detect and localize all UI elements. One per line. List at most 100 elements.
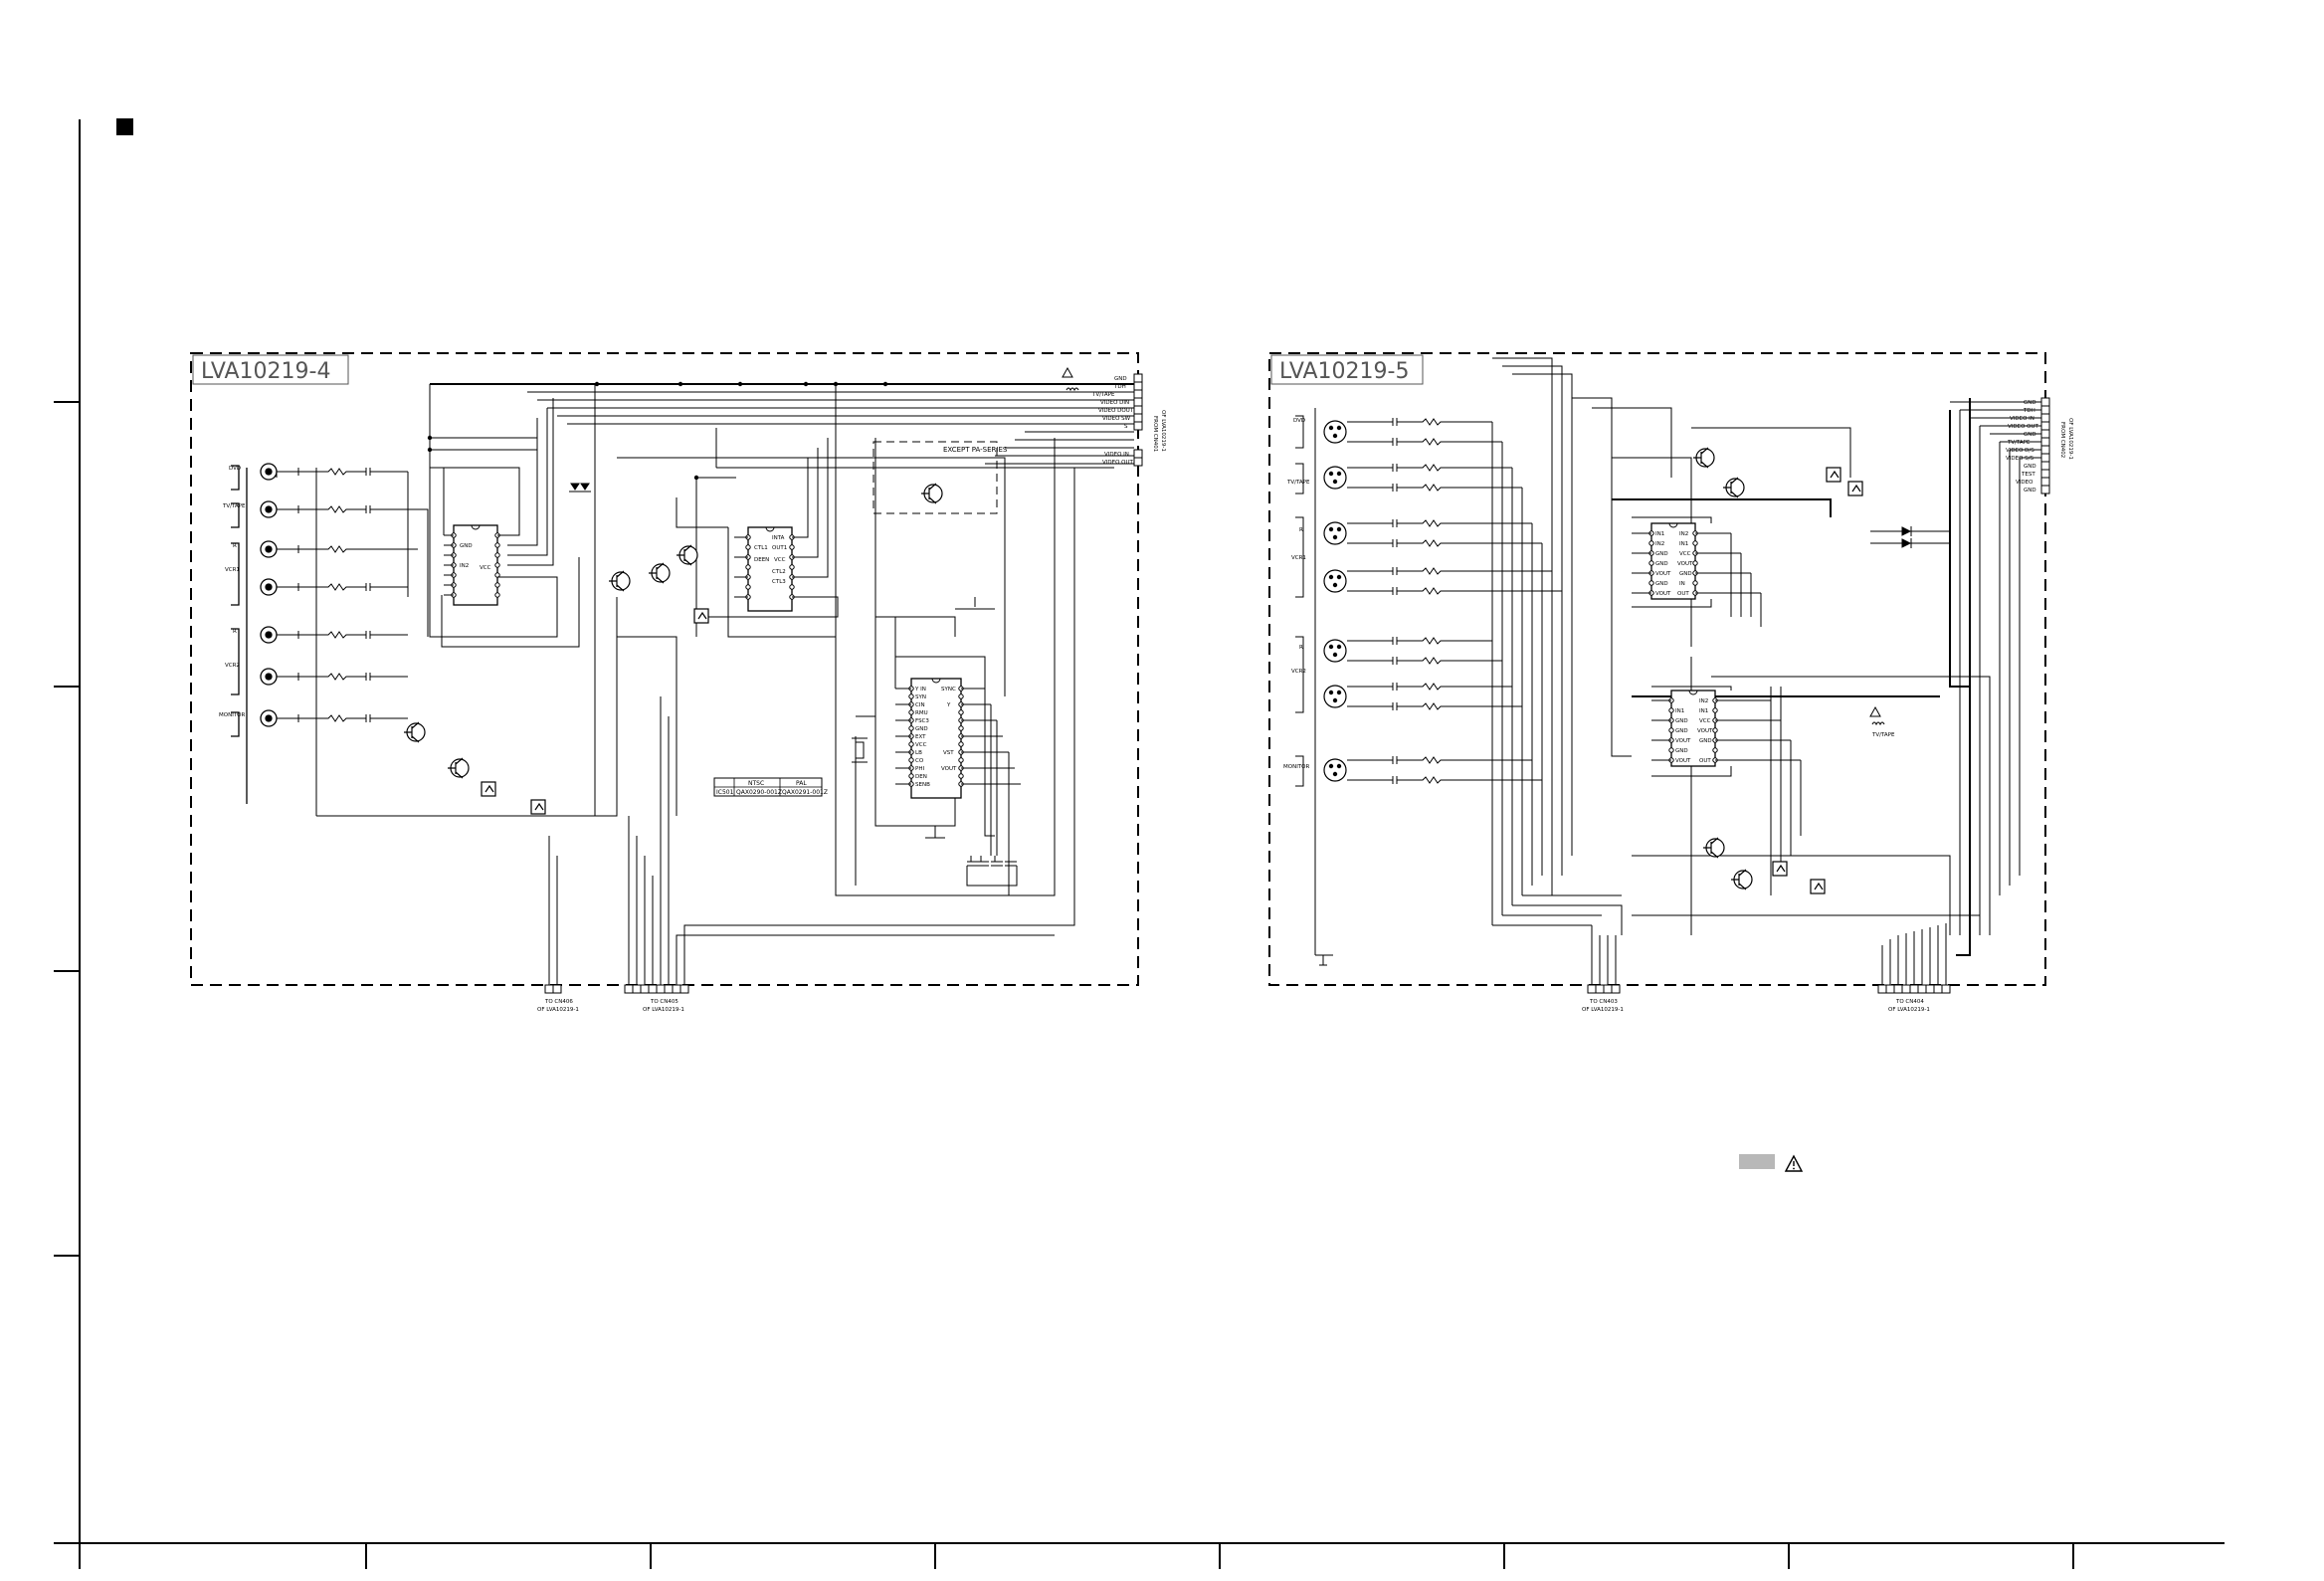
input-label-tvtape: TV/TAPE [1286, 480, 1310, 486]
jack-vcr1-l [1323, 521, 1347, 545]
transistor-q4 [1731, 869, 1753, 890]
jack-vcr2-l [1323, 639, 1347, 663]
ic3-pin: CIN [915, 702, 925, 708]
connector-bottom-left-b2: TO CN403 OF LVA10219-1 [1582, 935, 1624, 1013]
input-label-vcr2: VCR2 [1291, 669, 1306, 675]
connector-bottom-right-b2: TO CN404 OF LVA10219-1 [1877, 923, 1951, 1013]
icb-pin: IN2 [1699, 698, 1708, 704]
ic3-pin: PHI [915, 766, 924, 772]
conn-label: TEST [2021, 472, 2035, 478]
conn-label: TV/TAPE [1091, 392, 1115, 398]
conn-label: VIDEO [2016, 480, 2034, 486]
icb-pin: VOUT [1675, 738, 1691, 744]
ic2-pin-label: VCC [774, 557, 786, 563]
ica-pin: GND [1655, 581, 1668, 587]
icb-pin: GND [1699, 738, 1712, 744]
fuse-coil [1871, 721, 1885, 726]
conn-ref: FROM CN402 [2059, 422, 2065, 458]
ic3-pin: Y [946, 702, 951, 708]
table-header-pal: PAL [796, 780, 807, 787]
ic1-pin-label: IN2 [460, 563, 469, 569]
ica-pin: VOUT [1677, 561, 1693, 567]
board-outline-dashed [1268, 352, 2046, 986]
ic3-wiring [855, 438, 1056, 896]
icb-pin: GND [1675, 728, 1688, 734]
top-bus-b2 [1492, 357, 1991, 956]
diode-pair [569, 483, 591, 493]
ic-quad-switch-1: GND VCC IN2 [451, 524, 500, 606]
icb-pin: IN1 [1675, 708, 1684, 714]
ic3-pin: LB [915, 750, 922, 756]
warning-triangle-icon [1062, 366, 1073, 378]
table-cell-pal: QAX0291-001Z [782, 789, 828, 796]
ica-pin: VOUT [1655, 571, 1671, 577]
jack-vcr1-r [260, 578, 278, 596]
fuse-coil [1065, 387, 1079, 392]
ic3-pin: FSC3 [915, 718, 929, 724]
transistor-q3 [1703, 837, 1725, 859]
conn-label: TV/TAPE [2007, 440, 2031, 446]
ica-pin: VCC [1679, 551, 1691, 557]
connector-bottom-mid: TO CN405 OF LVA10219-1 [624, 468, 1075, 1013]
input-label-monitor: MONITOR [1283, 764, 1309, 770]
conn-label: VIDEO SW [1102, 416, 1131, 422]
conn-ref: FROM CN401 [1152, 416, 1158, 452]
conn-label: VIDEO IN [1104, 452, 1129, 458]
connector-bottom-left: TO CN406 OF LVA10219-1 [537, 836, 579, 1013]
jack-vcr2-l [260, 626, 278, 644]
transistor-q1 [609, 570, 631, 592]
conn-label: VIDEO OUT [1102, 460, 1134, 466]
transistors-b2 [1693, 447, 1753, 890]
ic3-pin: VCC [915, 742, 927, 748]
icb-pin: VCC [1699, 718, 1711, 724]
input-label-vcr1: VCR1 [225, 567, 240, 573]
ica-pin: GND [1655, 551, 1668, 557]
board-lva10219-4: LVA10219-4 DVD TV/TAPE R VCR1 R VCR2 MON… [190, 352, 1166, 1013]
input-label-vcr1: VCR1 [1291, 555, 1306, 561]
warning-triangle-icon [1869, 705, 1881, 717]
conn-ref: OF LVA10219-1 [1888, 1007, 1930, 1013]
ica-pin: IN [1679, 581, 1685, 587]
icb-pin: OUT [1699, 758, 1711, 764]
transistors [404, 483, 943, 779]
ic2-pin-label: INTA [772, 535, 785, 541]
ic-switch-b: IN1 GND GND VOUT GND VOUT IN2 IN1 VCC VO… [1668, 690, 1718, 767]
legend-swatch [1739, 1154, 1775, 1169]
ic2-pin-label: OUT1 [772, 545, 787, 551]
icb-pin: VOUT [1675, 758, 1691, 764]
transistor-q4 [404, 721, 426, 743]
conn-label: GND [1114, 376, 1127, 382]
input-label-monitor: MONITOR [219, 712, 245, 718]
conn-ref: OF LVA10219-1 [2067, 418, 2073, 460]
connector-top-right-b2: GND TDH VIDEO IN VIDEO OUT GND TV/TAPE V… [1950, 397, 2073, 935]
board-title-box [192, 354, 349, 385]
icb-wiring [1651, 686, 1802, 856]
conn-label: VIDEO DIN [1100, 400, 1129, 406]
jack-tvtape [1323, 466, 1347, 490]
ic2-pin-label: CTL2 [772, 569, 786, 575]
ica-wiring [1632, 516, 1762, 627]
warning-triangle-icon [1784, 1154, 1804, 1172]
conn-label: GND [2024, 400, 2036, 406]
ic3-pin: GND [915, 726, 928, 732]
ic2-pin-label: DEEN [754, 557, 769, 563]
ica-pin: VOUT [1655, 591, 1671, 597]
conn-ref: TO CN404 [1895, 999, 1924, 1005]
regulator-blocks [481, 608, 709, 815]
transistor-q2 [1723, 477, 1745, 498]
svideo-input-network [1347, 418, 1622, 926]
ic3-pin: SYNC [941, 687, 956, 692]
input-label-r2: R [233, 629, 237, 635]
conn-label: TDH [2023, 408, 2035, 414]
conn-label: GND [2024, 432, 2036, 438]
icb-pin: VOUT [1697, 728, 1713, 734]
ic1-pin-label: VCC [480, 565, 491, 571]
ic3-pin: CO [915, 758, 924, 764]
ica-pin: IN2 [1679, 531, 1688, 537]
icb-pin: GND [1675, 748, 1688, 754]
top-bus-nodes [427, 381, 888, 481]
conn-ref: OF LVA10219-1 [1160, 410, 1166, 452]
ic3-pin: VST [943, 750, 954, 756]
input-label-r1: R [1299, 527, 1303, 533]
